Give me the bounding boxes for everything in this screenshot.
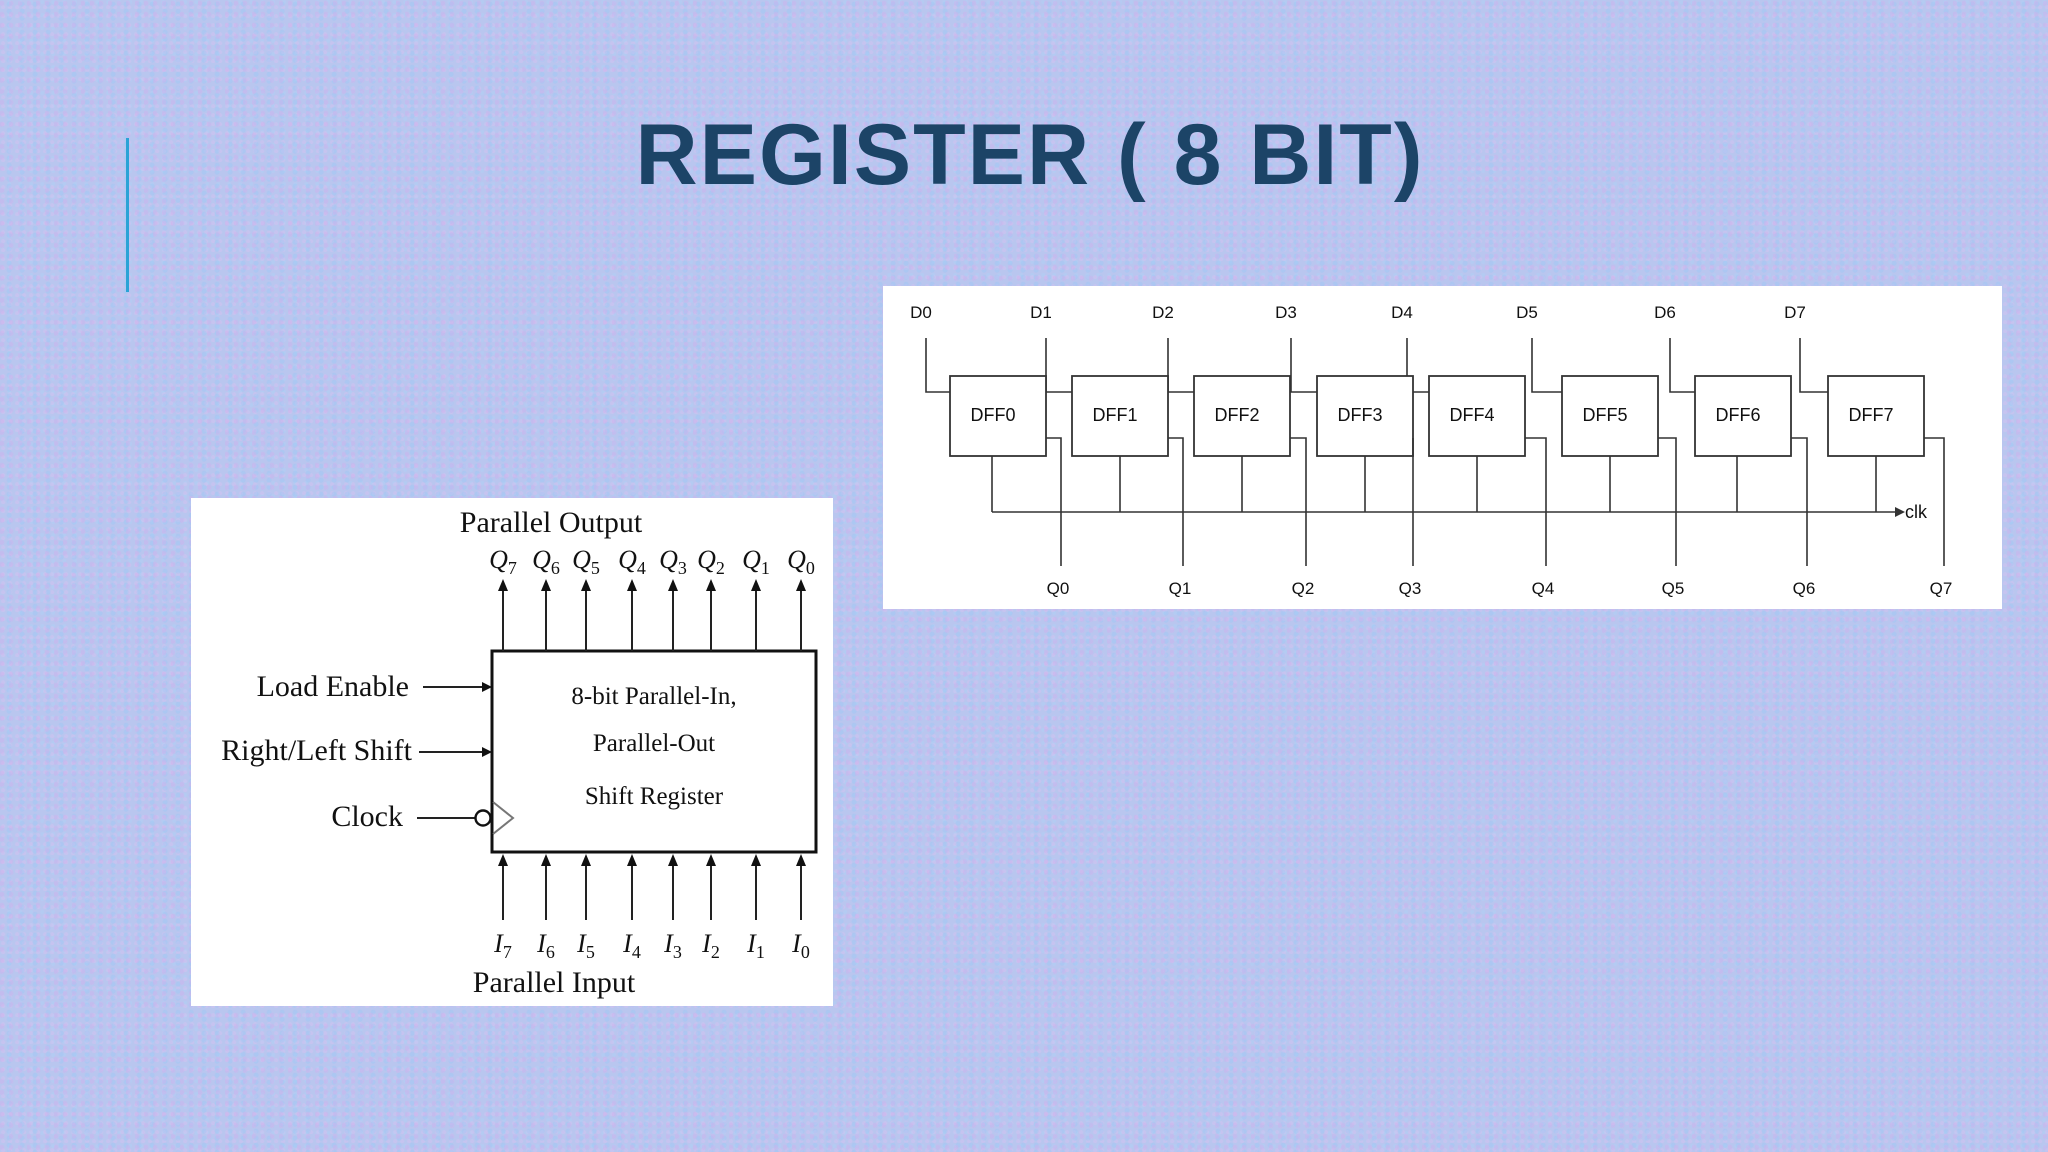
input-arrow [498,854,508,866]
block-diagram: Parallel Output 8-bit Parallel-In, Paral… [221,506,818,999]
input-i-label: I2 [701,929,720,962]
input-arrow [706,854,716,866]
output-q-label: Q3 [659,545,687,578]
input-arrow [627,854,637,866]
parallel-output-label: Parallel Output [460,506,643,539]
right-left-shift-arrow [482,747,492,757]
input-i-label: I7 [493,929,512,962]
output-q-label: Q4 [618,545,646,578]
dff-box [1428,375,1526,457]
q-output-label: Q5 [1662,579,1685,598]
box-line-1: 8-bit Parallel-In, [571,683,736,710]
accent-bar [126,138,129,292]
q-output-wire [1791,437,1808,566]
input-i-label: I6 [536,929,555,962]
clock-label: Clock [331,800,403,833]
d-input-wire [925,338,950,393]
q-output-label: Q2 [1292,579,1315,598]
parallel-input-label: Parallel Input [473,966,636,999]
output-q-label: Q7 [489,545,517,578]
d-input-label: D0 [910,303,932,322]
output-q-label: Q2 [697,545,725,578]
dff-label: DFF6 [1716,405,1761,425]
output-q-label: Q5 [572,545,600,578]
dff-box [1071,375,1169,457]
d-input-label: D5 [1516,303,1538,322]
input-i-label: I1 [746,929,765,962]
d-input-label: D6 [1654,303,1676,322]
output-q-label: Q6 [532,545,560,578]
d-input-wire [1167,338,1194,393]
output-q-label: Q0 [787,545,815,578]
output-arrow [796,579,806,591]
q-output-wire [1290,437,1307,566]
input-arrow [581,854,591,866]
q-output-label: Q6 [1793,579,1816,598]
d-input-label: D7 [1784,303,1806,322]
dff-label: DFF1 [1093,405,1138,425]
output-arrow [627,579,637,591]
clock-arrow [1895,507,1905,517]
output-arrow [706,579,716,591]
clock-label: clk [1905,502,1928,522]
d-input-wire [1531,338,1562,393]
block-diagram-panel: Parallel Output 8-bit Parallel-In, Paral… [191,498,833,1006]
q-output-label: Q0 [1047,579,1070,598]
output-q-label: Q1 [742,545,770,578]
q-output-label: Q4 [1532,579,1555,598]
right-left-shift-label: Right/Left Shift [221,734,412,767]
load-enable-arrow [482,682,492,692]
dff-label: DFF4 [1450,405,1495,425]
input-i-label: I3 [663,929,682,962]
clock-edge-triangle [492,801,515,835]
q-output-label: Q7 [1930,579,1953,598]
dff-label: DFF3 [1338,405,1383,425]
input-i-label: I0 [791,929,810,962]
output-arrow [498,579,508,591]
dff-label: DFF2 [1215,405,1260,425]
q-output-wire [1046,437,1062,566]
d-input-label: D2 [1152,303,1174,322]
shift-register-box [490,649,818,854]
clock-inversion-bubble [474,809,492,827]
box-line-3: Shift Register [585,783,724,810]
d-input-wire [1669,338,1695,393]
d-input-label: D1 [1030,303,1052,322]
dff-box [949,375,1047,457]
d-input-wire [1045,338,1072,393]
dff-box [1827,375,1925,457]
q-output-wire [1168,437,1184,566]
dff-box [1316,375,1414,457]
d-input-label: D3 [1275,303,1297,322]
input-arrow [796,854,806,866]
load-enable-label: Load Enable [257,670,409,703]
input-i-label: I5 [576,929,595,962]
input-arrow [541,854,551,866]
q-output-wire [1525,437,1547,566]
output-arrow [541,579,551,591]
dff-box [1193,375,1291,457]
input-i-label: I4 [622,929,641,962]
input-arrow [751,854,761,866]
input-arrow [668,854,678,866]
d-input-label: D4 [1391,303,1413,322]
dff-label: DFF0 [971,405,1016,425]
q-output-label: Q1 [1169,579,1192,598]
q-output-wire [1924,437,1945,566]
d-input-wire [1799,338,1828,393]
output-arrow [668,579,678,591]
box-line-2: Parallel-Out [593,730,715,757]
output-arrow [751,579,761,591]
q-output-label: Q3 [1399,579,1422,598]
q-output-wire [1658,437,1677,566]
slide-title: REGISTER ( 8 BIT) [635,107,1425,203]
dff-label: DFF5 [1583,405,1628,425]
d-input-wire [1290,338,1317,393]
dff-label: DFF7 [1849,405,1894,425]
dff-box [1561,375,1659,457]
dff-box [1694,375,1792,457]
output-arrow [581,579,591,591]
